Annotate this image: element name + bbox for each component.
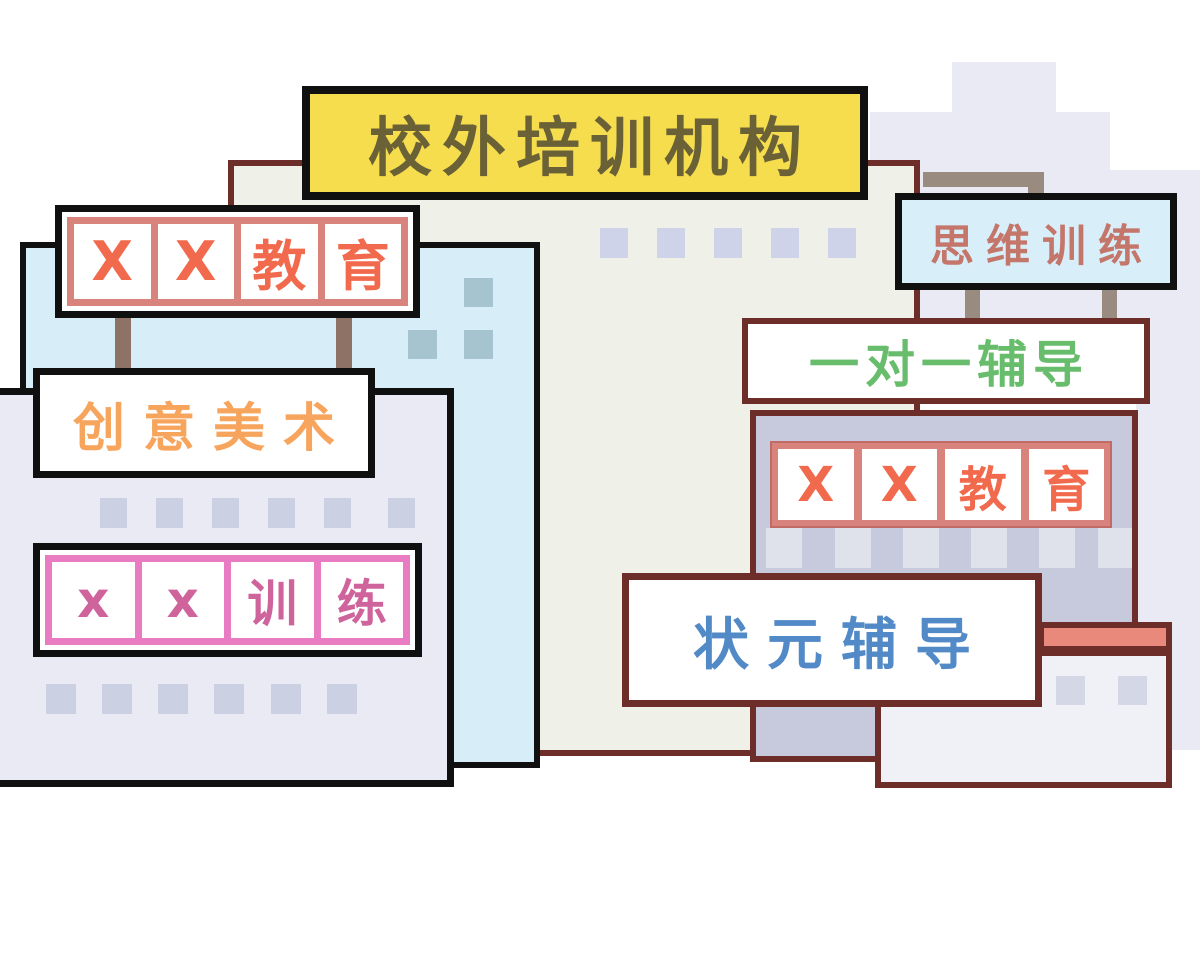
sign-tile: x bbox=[141, 562, 224, 638]
window bbox=[158, 684, 188, 714]
title-banner: 校外培训机构 bbox=[302, 86, 868, 200]
window bbox=[102, 684, 132, 714]
sign-tile: X bbox=[157, 224, 234, 299]
window bbox=[156, 498, 183, 528]
building-roof-bar bbox=[1038, 622, 1172, 652]
sign-tile: x bbox=[52, 562, 135, 638]
sign-one-on-one: 一对一辅导 bbox=[742, 318, 1150, 404]
sign-tile: 育 bbox=[1028, 449, 1104, 520]
sign-thinking-training-label: 思维训练 bbox=[930, 220, 1154, 272]
window bbox=[408, 330, 437, 359]
skyline-silhouette bbox=[952, 62, 1056, 120]
sign-tile-frame: x x 训 练 bbox=[45, 555, 410, 645]
window bbox=[324, 498, 351, 528]
sign-tile: 训 bbox=[231, 562, 314, 638]
sign-post bbox=[336, 312, 352, 372]
window bbox=[268, 498, 295, 528]
sign-xx-training: x x 训 练 bbox=[33, 543, 422, 657]
window bbox=[46, 684, 76, 714]
sign-top-scholar: 状元辅导 bbox=[622, 573, 1042, 707]
sign-tile-frame: X X 教 育 bbox=[67, 217, 408, 306]
sign-right-education: X X 教 育 bbox=[770, 441, 1112, 528]
sign-creative-art: 创意美术 bbox=[33, 368, 375, 478]
window bbox=[271, 684, 301, 714]
window bbox=[903, 528, 939, 568]
billboard-frame-stub bbox=[1028, 172, 1044, 199]
window bbox=[1056, 676, 1085, 705]
window bbox=[657, 228, 685, 258]
window bbox=[766, 528, 802, 568]
sign-tile: X bbox=[778, 449, 854, 520]
sign-tile: 练 bbox=[320, 562, 403, 638]
sign-one-on-one-label: 一对一辅导 bbox=[809, 336, 1089, 394]
window bbox=[600, 228, 628, 258]
window bbox=[1118, 676, 1147, 705]
window bbox=[214, 684, 244, 714]
sign-tile: 育 bbox=[324, 224, 401, 299]
sign-post bbox=[115, 312, 131, 372]
sign-tile: X bbox=[861, 449, 937, 520]
window bbox=[714, 228, 742, 258]
window bbox=[212, 498, 239, 528]
sign-top-scholar-label: 状元辅导 bbox=[693, 612, 989, 678]
window bbox=[828, 228, 856, 258]
window bbox=[971, 528, 1007, 568]
sign-thinking-training: 思维训练 bbox=[895, 193, 1177, 290]
sign-creative-art-label: 创意美术 bbox=[72, 398, 353, 459]
window bbox=[100, 498, 127, 528]
billboard-frame-bar bbox=[923, 172, 1044, 187]
title-banner-label: 校外培训机构 bbox=[368, 112, 812, 186]
window bbox=[1098, 528, 1132, 568]
sign-post bbox=[965, 284, 980, 320]
sign-tile: 教 bbox=[241, 224, 318, 299]
sign-tile: 教 bbox=[945, 449, 1021, 520]
window bbox=[327, 684, 357, 714]
window bbox=[1039, 528, 1075, 568]
sign-post bbox=[1102, 284, 1117, 320]
window bbox=[464, 278, 493, 307]
window bbox=[464, 330, 493, 359]
sign-tile: X bbox=[74, 224, 151, 299]
sign-left-education: X X 教 育 bbox=[55, 205, 420, 318]
window bbox=[771, 228, 799, 258]
window bbox=[835, 528, 871, 568]
window bbox=[388, 498, 415, 528]
